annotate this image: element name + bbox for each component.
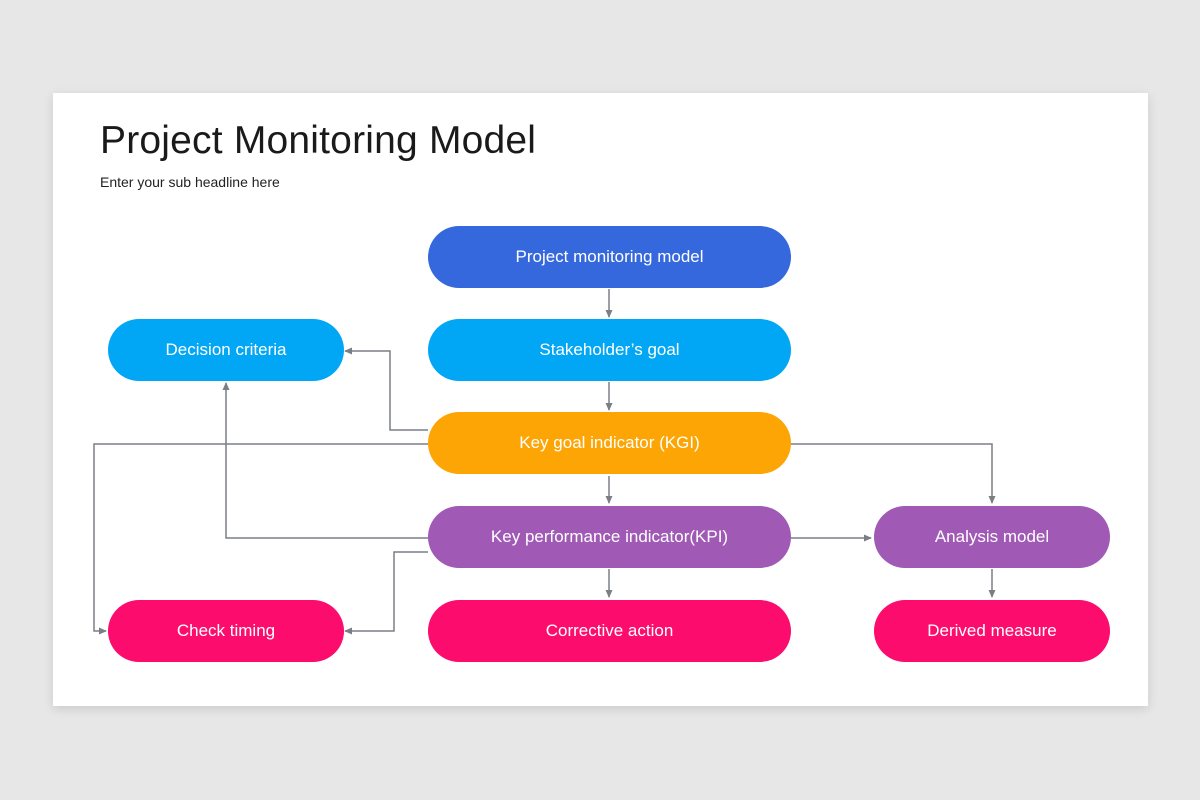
node-key-goal-indicator: Key goal indicator (KGI) (428, 412, 791, 474)
node-derived-measure: Derived measure (874, 600, 1110, 662)
connector-kpi-to-check-timing (344, 551, 428, 635)
slide: Project Monitoring Model Enter your sub … (53, 93, 1148, 706)
node-decision-criteria: Decision criteria (108, 319, 344, 381)
slide-subtitle: Enter your sub headline here (100, 174, 280, 190)
node-corrective-action: Corrective action (428, 600, 791, 662)
node-check-timing: Check timing (108, 600, 344, 662)
connector-kgi-to-analysis (791, 443, 996, 504)
connector-lines (93, 289, 996, 635)
node-key-performance-indicator: Key performance indicator(KPI) (428, 506, 791, 568)
connector-kgi-to-check-timing (93, 443, 428, 635)
node-stakeholders-goal: Stakeholder’s goal (428, 319, 791, 381)
connector-kgi-to-decision (344, 347, 428, 431)
slide-title: Project Monitoring Model (100, 119, 537, 162)
connector-kpi-to-decision (222, 382, 428, 539)
node-analysis-model: Analysis model (874, 506, 1110, 568)
node-project-monitoring-model: Project monitoring model (428, 226, 791, 288)
